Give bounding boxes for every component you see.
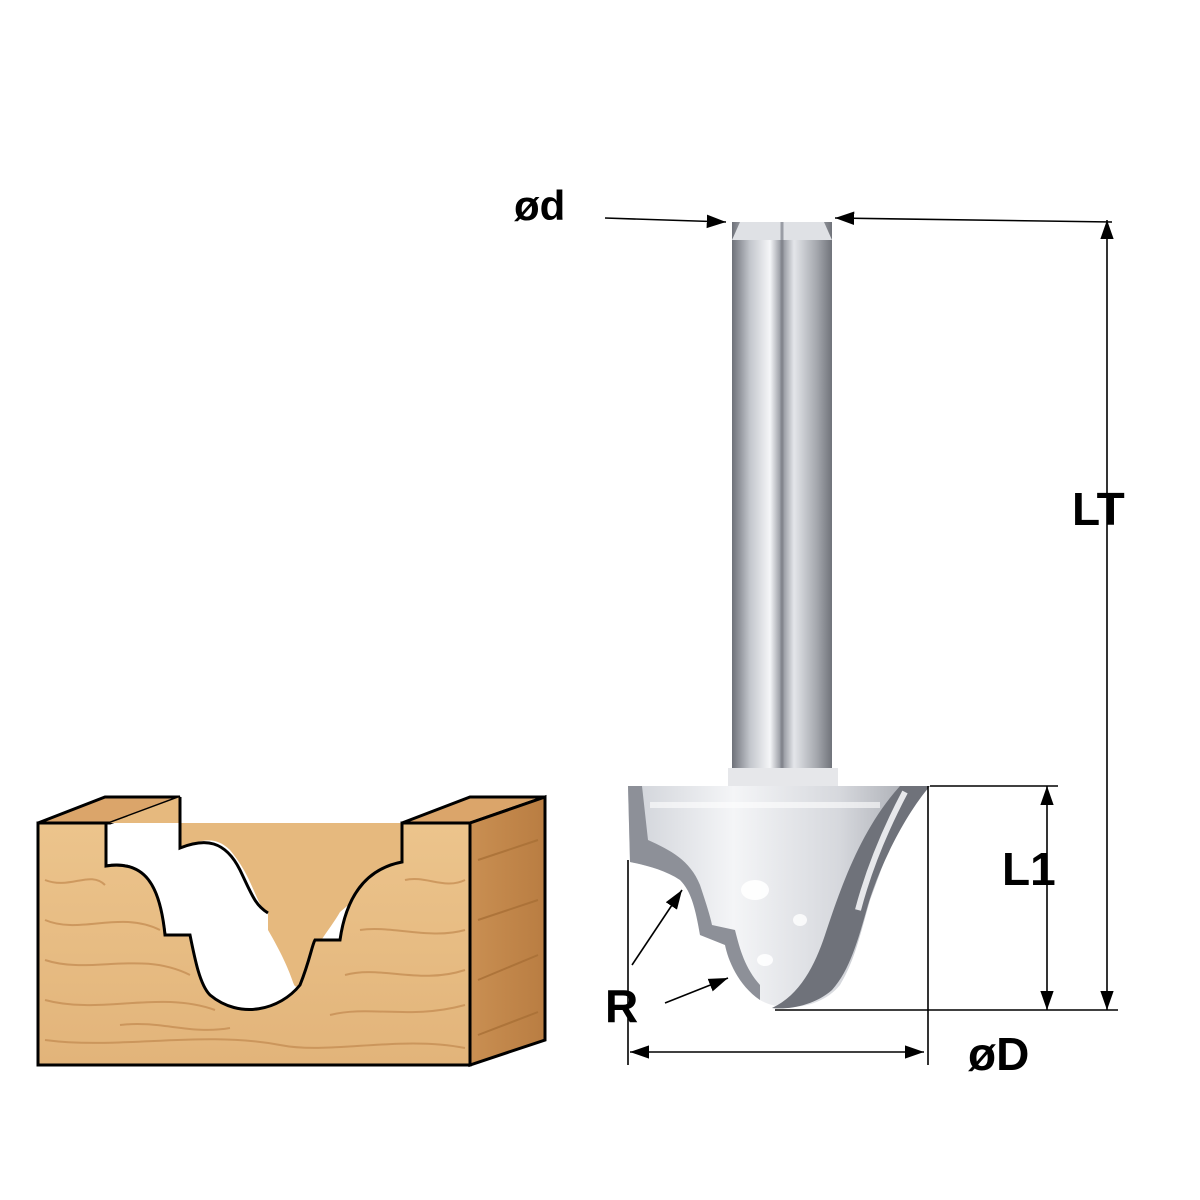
r-leader-upper <box>631 889 683 966</box>
label-total-length: LT <box>1072 483 1125 535</box>
od-arrow-left <box>604 214 727 229</box>
cutter-left-edge <box>628 786 760 1000</box>
label-cutter-diameter: øD <box>968 1028 1029 1080</box>
cutter-blade <box>772 786 930 1009</box>
wood-side-face <box>468 794 547 1068</box>
wood-front-face <box>36 821 472 1067</box>
label-cutting-length: L1 <box>1002 843 1056 895</box>
wood-block-profile-icon <box>36 794 547 1068</box>
collar <box>728 768 838 788</box>
r-leader-lower <box>664 977 729 1004</box>
od-arrow-right <box>834 211 1113 225</box>
wood-grain <box>44 878 466 1049</box>
cutter-body <box>628 786 930 1008</box>
wood-profile-inner <box>110 797 402 987</box>
dimension-lines <box>604 211 1118 1065</box>
label-shank-diameter: ød <box>514 182 565 229</box>
router-bit-icon <box>628 222 930 1009</box>
label-radius: R <box>605 980 638 1032</box>
